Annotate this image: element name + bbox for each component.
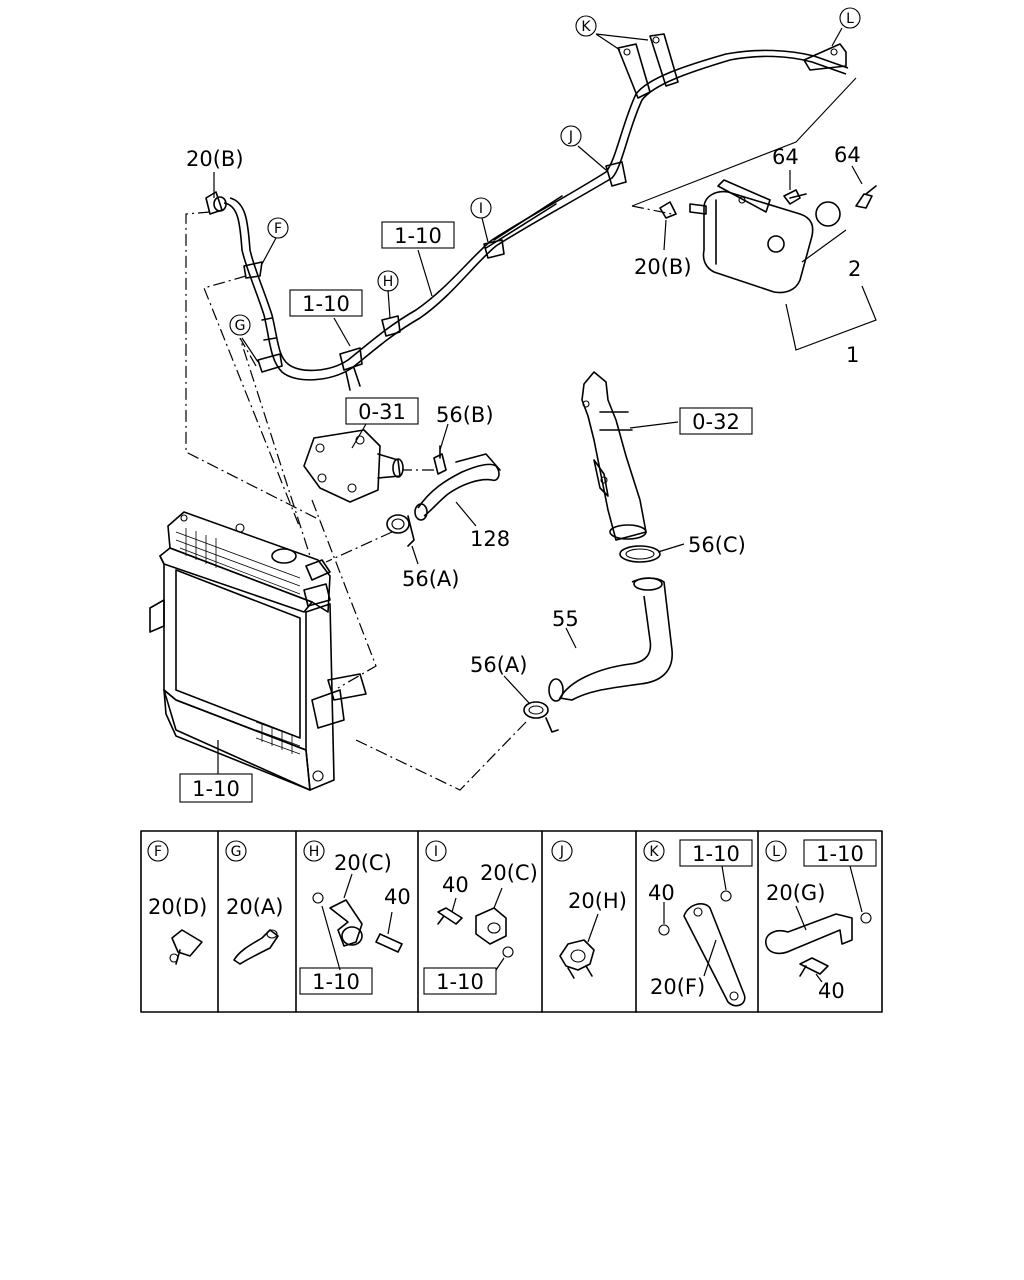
svg-text:0-31: 0-31	[358, 400, 406, 424]
svg-text:L: L	[772, 844, 780, 860]
detail-panel-k: K 1-10 40 20(F)	[643, 839, 753, 1007]
svg-text:1-10: 1-10	[692, 842, 740, 866]
ref-box-1-10-a: 1-10	[381, 221, 455, 249]
svg-text:20(G): 20(G)	[766, 881, 825, 905]
svg-text:I: I	[434, 844, 438, 860]
detail-panel-f: F 20(D)	[147, 840, 207, 965]
svg-text:G: G	[235, 318, 246, 334]
clamp-56b	[433, 445, 447, 475]
svg-text:1-10: 1-10	[394, 224, 442, 248]
view-marker-g: G	[229, 314, 251, 336]
radiator	[149, 511, 367, 791]
svg-text:J: J	[568, 129, 573, 145]
clamp-56a-lower	[523, 701, 559, 733]
tank-leaders	[663, 219, 877, 351]
view-marker-i: I	[470, 197, 492, 219]
svg-text:L: L	[846, 11, 854, 27]
view-marker-f: F	[267, 217, 289, 239]
detail-panel-table	[140, 830, 883, 1013]
svg-text:K: K	[581, 19, 591, 35]
view-marker-l: L	[839, 7, 861, 29]
detail-panel-g: G 20(A)	[225, 840, 283, 965]
svg-text:J: J	[559, 844, 564, 860]
clamp-56a-upper	[386, 514, 415, 547]
inlet-pipe	[581, 371, 647, 541]
detail-panel-i: I 40 20(C) 1-10	[423, 840, 538, 995]
svg-text:20(H): 20(H)	[568, 889, 627, 913]
svg-text:F: F	[274, 221, 282, 237]
svg-text:K: K	[649, 844, 659, 860]
svg-text:1-10: 1-10	[192, 777, 240, 801]
detail-panel-j: J 20(H)	[551, 840, 627, 979]
callout-55: 55	[552, 607, 579, 631]
callout-64-a: 64	[772, 145, 799, 169]
hose-128	[414, 453, 501, 521]
svg-text:F: F	[154, 844, 162, 860]
callout-128: 128	[470, 527, 510, 551]
callout-56b: 56(B)	[436, 403, 494, 427]
svg-text:1-10: 1-10	[436, 970, 484, 994]
svg-text:40: 40	[442, 873, 469, 897]
svg-text:H: H	[309, 844, 320, 860]
ref-box-0-31: 0-31	[345, 397, 419, 425]
svg-text:1-10: 1-10	[302, 292, 350, 316]
view-marker-k: K	[575, 15, 597, 37]
svg-text:1-10: 1-10	[816, 842, 864, 866]
svg-text:20(F): 20(F)	[650, 975, 705, 999]
svg-text:I: I	[479, 201, 483, 217]
svg-text:40: 40	[648, 881, 675, 905]
thermostat-housing	[303, 429, 404, 503]
svg-text:G: G	[231, 844, 242, 860]
svg-text:40: 40	[818, 979, 845, 1003]
overflow-hose-run	[205, 33, 849, 391]
callout-20b-top: 20(B)	[186, 147, 244, 171]
ref-box-1-10-radiator: 1-10	[179, 773, 253, 803]
svg-text:0-32: 0-32	[692, 410, 740, 434]
reserve-tank	[659, 179, 877, 294]
callout-20b-tank: 20(B)	[634, 255, 692, 279]
hose-55	[548, 577, 673, 702]
detail-panel-h: H 20(C) 40 1-10	[299, 840, 411, 995]
dash-connectors	[185, 205, 673, 791]
leader-lines	[213, 27, 863, 774]
svg-text:20(C): 20(C)	[480, 861, 538, 885]
detail-panel-l: L 1-10 20(G) 40	[765, 839, 877, 1003]
callout-56a-upper: 56(A)	[402, 567, 459, 591]
view-marker-j: J	[560, 125, 582, 147]
callout-56c: 56(C)	[688, 533, 746, 557]
view-marker-h: H	[377, 270, 399, 292]
callout-1: 1	[846, 343, 859, 367]
callout-56a-lower: 56(A)	[470, 653, 527, 677]
ref-box-0-32: 0-32	[679, 407, 753, 435]
svg-text:20(A): 20(A)	[226, 895, 283, 919]
svg-text:20(D): 20(D)	[148, 895, 207, 919]
callout-2: 2	[848, 257, 861, 281]
svg-text:40: 40	[384, 885, 411, 909]
callout-64-b: 64	[834, 143, 861, 167]
clamp-56c	[619, 545, 661, 563]
svg-text:20(C): 20(C)	[334, 851, 392, 875]
svg-text:1-10: 1-10	[312, 970, 360, 994]
ref-box-1-10-b: 1-10	[289, 289, 363, 317]
svg-text:H: H	[383, 274, 394, 290]
